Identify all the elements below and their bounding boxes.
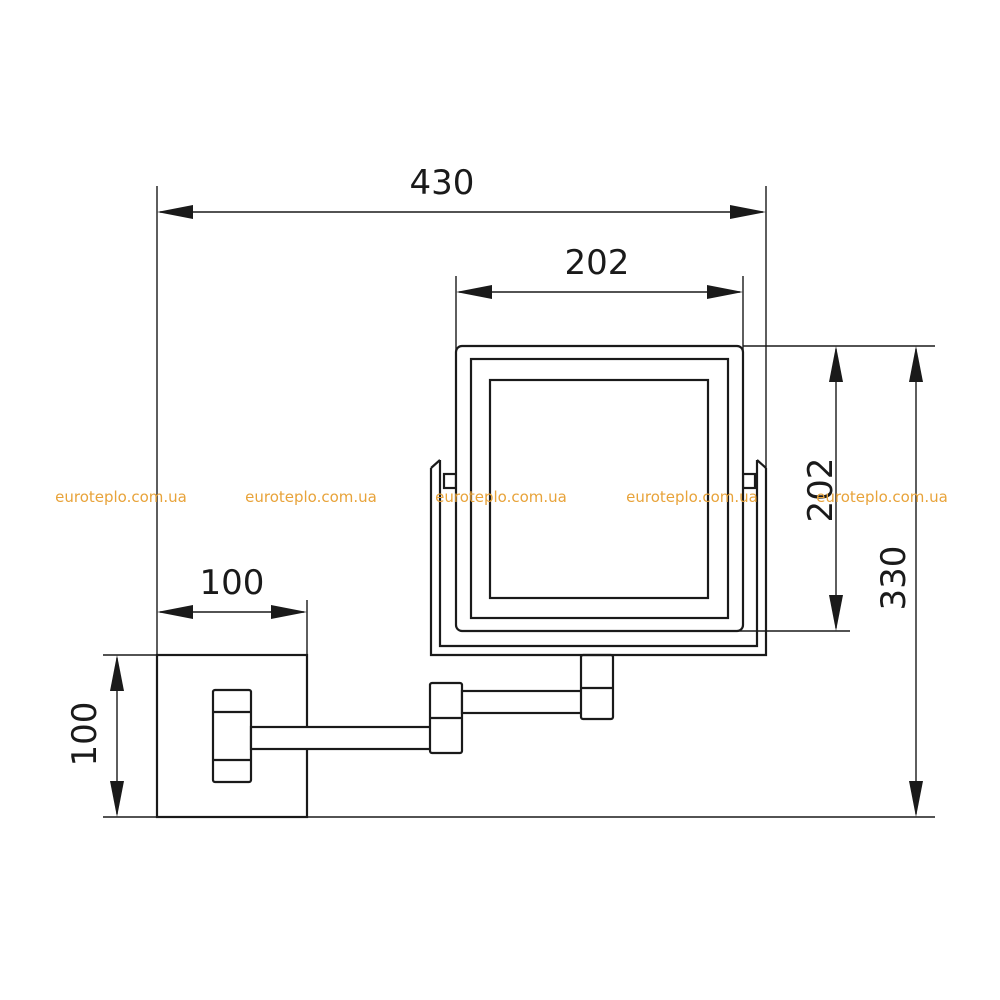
arm-segment-upper	[460, 689, 584, 715]
watermark-text: euroteplo.com.ua	[435, 488, 567, 506]
mirror-frame-outer	[454, 344, 745, 633]
dim-mirror-height: 202	[733, 345, 935, 632]
arrow-right	[707, 285, 743, 299]
watermark-row: euroteplo.com.ua euroteplo.com.ua eurote…	[55, 488, 948, 506]
arrow-bottom	[829, 595, 843, 631]
dim-label-202-horizontal: 202	[565, 243, 630, 283]
arrow-top	[829, 346, 843, 382]
dim-mirror-width: 202	[455, 243, 744, 350]
mirror-glass	[488, 378, 710, 600]
arrow-right	[730, 205, 766, 219]
dim-label-330: 330	[874, 546, 914, 611]
yoke-tip-right	[756, 459, 767, 469]
watermark-text: euroteplo.com.ua	[245, 488, 377, 506]
mirror-yoke-outer	[429, 468, 768, 657]
arrow-bottom	[110, 781, 124, 817]
arm-segment-lower	[249, 725, 433, 751]
dim-label-202-vertical: 202	[801, 458, 841, 523]
arrow-left	[157, 205, 193, 219]
wall-mount-block	[211, 688, 253, 784]
arrow-right	[271, 605, 307, 619]
dim-label-430: 430	[410, 163, 475, 203]
dim-label-100-horizontal: 100	[200, 563, 265, 603]
dim-overall-height: 330	[157, 346, 935, 818]
dim-label-100-vertical: 100	[65, 702, 105, 767]
arrow-left	[456, 285, 492, 299]
watermark-text: euroteplo.com.ua	[816, 488, 948, 506]
watermark-text: euroteplo.com.ua	[55, 488, 187, 506]
swing-arm	[249, 653, 615, 755]
arrow-left	[157, 605, 193, 619]
arrow-bottom	[909, 781, 923, 817]
mirror-frame-inner	[469, 357, 730, 620]
pivot-knob-left	[442, 472, 458, 490]
pivot-knob-right	[741, 472, 757, 490]
mirror-assembly	[429, 344, 768, 657]
watermark-text: euroteplo.com.ua	[626, 488, 758, 506]
arrow-top	[110, 655, 124, 691]
yoke-tip-left	[430, 459, 441, 469]
arrow-top	[909, 346, 923, 382]
mirror-yoke-inner	[438, 468, 759, 648]
dim-plate-height: 100	[65, 654, 157, 818]
